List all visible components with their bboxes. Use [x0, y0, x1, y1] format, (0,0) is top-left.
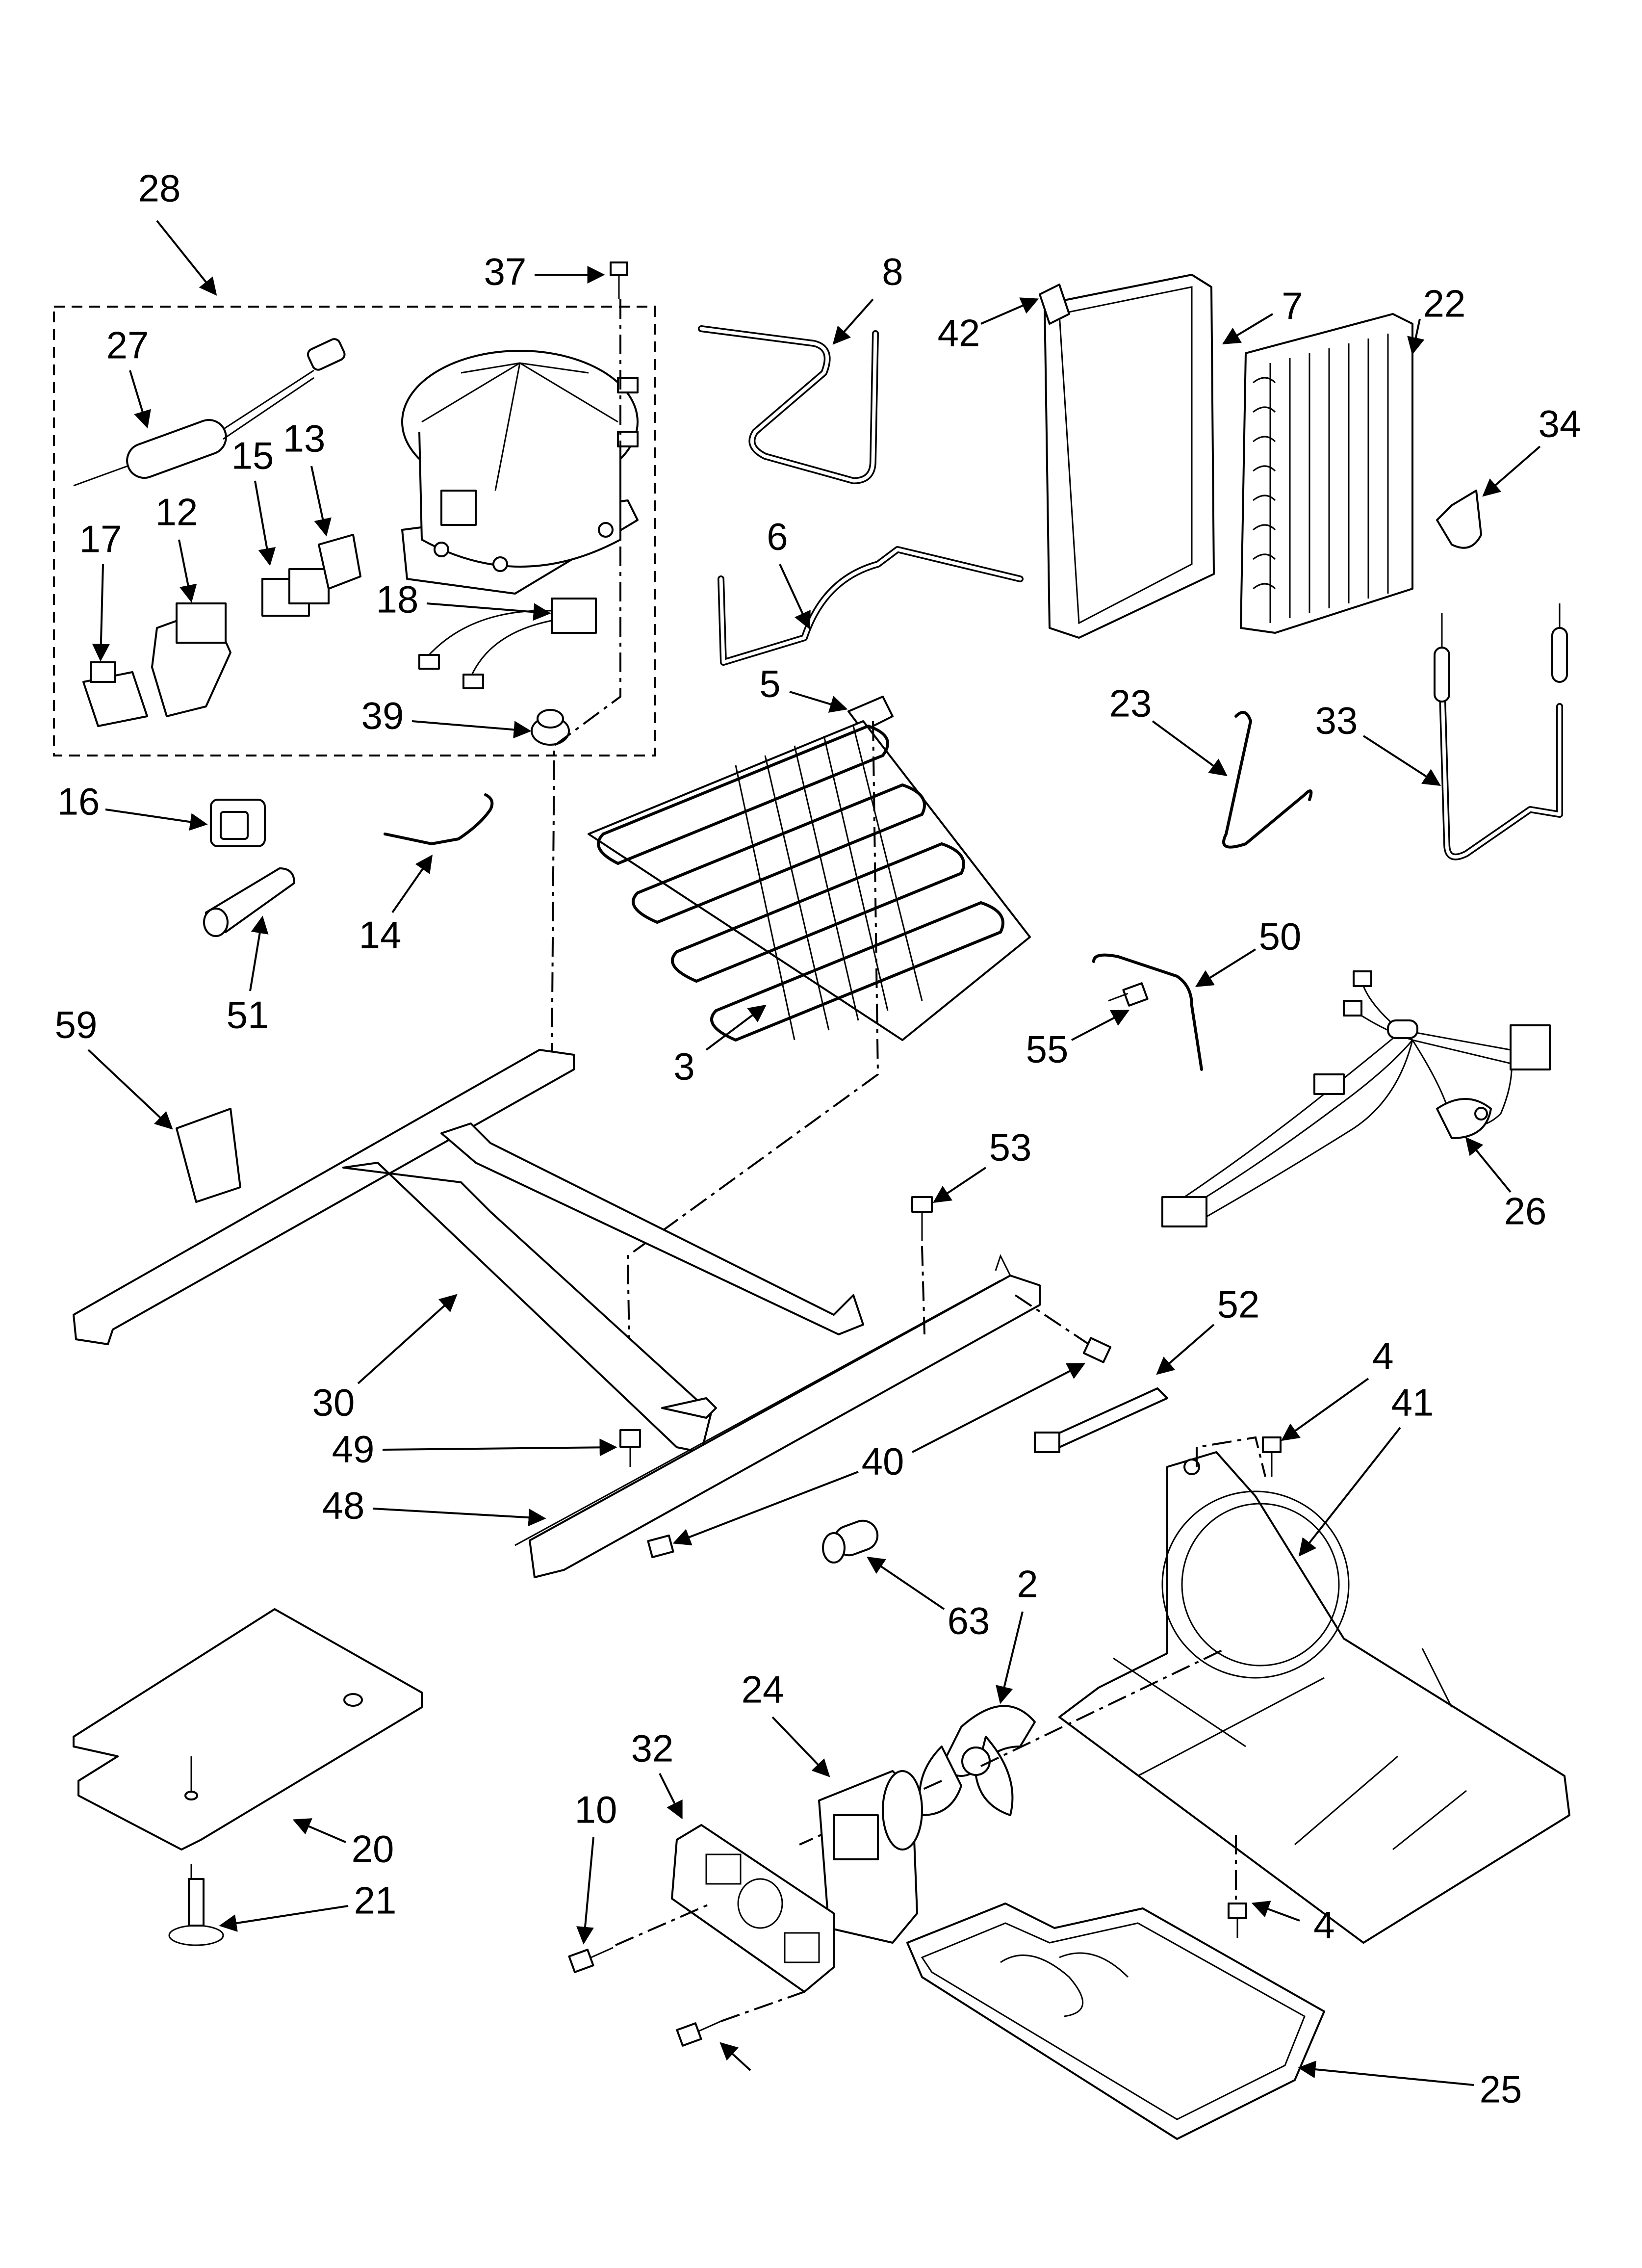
callout-41: 41 — [1391, 1381, 1434, 1424]
condenser — [1240, 313, 1413, 634]
callout-3: 3 — [673, 1045, 694, 1088]
callout-23: 23 — [1109, 682, 1152, 725]
screw-37 — [610, 261, 628, 299]
callout-6: 6 — [767, 515, 788, 558]
guide-line-compressor — [551, 299, 621, 1070]
callout-50: 50 — [1259, 915, 1302, 958]
screw-4-bottom — [1228, 1903, 1247, 1938]
callout-21: 21 — [354, 1879, 397, 1922]
callout-16: 16 — [57, 780, 100, 823]
grommet — [531, 709, 570, 746]
callout-63: 63 — [948, 1599, 990, 1642]
callout-27: 27 — [106, 324, 149, 367]
filter-drier — [73, 338, 346, 487]
callout-42: 42 — [938, 312, 980, 355]
callout-37: 37 — [484, 250, 527, 293]
callout-32: 32 — [631, 1727, 674, 1770]
callout-15: 15 — [231, 434, 274, 477]
guide-line-10-lower — [720, 1991, 805, 2022]
base-rail-48 — [514, 1254, 1041, 1578]
push-pin-21 — [168, 1864, 224, 1946]
condenser-coil — [588, 720, 1031, 1042]
callout-10: 10 — [575, 1788, 617, 1831]
wire-harness-18 — [418, 598, 597, 689]
guide-line-10 — [615, 1903, 712, 1946]
bracket-34 — [1436, 490, 1482, 549]
guide-line-41 — [1196, 1436, 1266, 1477]
callout-34: 34 — [1539, 402, 1581, 445]
screw-55 — [1108, 982, 1149, 1007]
screw-10-lower — [676, 2020, 721, 2047]
fan-motor — [818, 1770, 923, 1944]
run-capacitor — [82, 661, 148, 727]
switch-16 — [210, 799, 266, 847]
callout-26: 26 — [1504, 1190, 1547, 1233]
callout-39: 39 — [361, 694, 404, 737]
callout-4-top: 4 — [1372, 1334, 1393, 1378]
guide-line-53 — [921, 1246, 925, 1335]
guide-line-40 — [1014, 1294, 1090, 1345]
power-cord-harness — [1161, 970, 1551, 1227]
tie-strap-52 — [1034, 1387, 1168, 1453]
callout-59: 59 — [55, 1003, 98, 1046]
screw-49 — [619, 1429, 641, 1467]
callout-55: 55 — [1026, 1028, 1069, 1071]
callout-24: 24 — [742, 1668, 784, 1711]
callout-53: 53 — [989, 1126, 1032, 1169]
overload-protector — [151, 602, 231, 717]
callout-13: 13 — [283, 417, 326, 460]
screw-53 — [911, 1196, 933, 1241]
callouts: 28 37 8 7 22 42 27 15 13 12 17 18 39 6 3… — [55, 167, 1581, 2111]
clip-42 — [1039, 284, 1070, 325]
clip-59 — [176, 1108, 241, 1203]
callout-5: 5 — [759, 662, 780, 705]
callout-17: 17 — [79, 518, 122, 561]
drain-pan — [906, 1903, 1325, 2140]
compressor — [401, 350, 639, 595]
callout-2: 2 — [1017, 1563, 1038, 1606]
callout-7: 7 — [1282, 285, 1303, 328]
base-rail-30 — [73, 1049, 864, 1453]
bushing-63 — [822, 1519, 879, 1564]
callout-22: 22 — [1423, 282, 1466, 325]
callout-28: 28 — [138, 167, 181, 210]
shield-20 — [73, 1608, 423, 1851]
compressor-assembly-box — [53, 306, 656, 756]
screw-40 — [647, 1337, 1112, 1559]
callout-33: 33 — [1315, 699, 1358, 742]
drier-tube-33 — [1434, 603, 1568, 860]
relay-cover — [318, 534, 361, 590]
condenser-shroud — [1044, 274, 1215, 639]
wire-23 — [1222, 711, 1313, 849]
callout-18: 18 — [376, 578, 419, 621]
callout-49: 49 — [332, 1428, 375, 1471]
base-shroud-41 — [1058, 1451, 1570, 1944]
discharge-tube — [698, 325, 879, 484]
motor-bracket — [671, 1824, 835, 1993]
callout-52: 52 — [1217, 1283, 1260, 1326]
callout-4-bottom: 4 — [1313, 1903, 1334, 1947]
screw-4-top — [1262, 1436, 1282, 1477]
callout-8: 8 — [882, 250, 903, 293]
fan-blade — [919, 1705, 1036, 1816]
callout-30: 30 — [312, 1381, 355, 1424]
condenser-tube — [718, 546, 1024, 666]
callout-48: 48 — [322, 1484, 365, 1527]
wire-14 — [384, 793, 494, 846]
callout-25: 25 — [1480, 2068, 1522, 2111]
wire-bracket-50 — [1092, 953, 1203, 1071]
screw-10 — [568, 1947, 614, 1973]
start-relay — [261, 568, 330, 617]
callout-51: 51 — [227, 993, 269, 1037]
callout-14: 14 — [359, 913, 402, 957]
sleeve-51 — [203, 867, 295, 937]
callout-20: 20 — [352, 1827, 394, 1871]
callout-12: 12 — [155, 491, 198, 534]
guide-line-coil — [626, 721, 879, 1404]
callout-40: 40 — [862, 1440, 904, 1483]
